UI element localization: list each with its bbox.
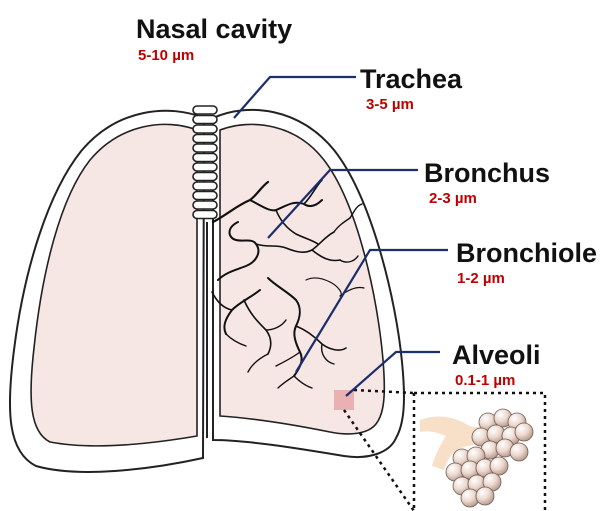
trachea-ring [193,173,217,181]
trachea-ring [193,106,217,114]
region-label-bronchiole: Bronchiole [456,240,597,267]
trachea-ring [193,163,217,171]
alveolus [490,457,508,475]
trachea-ring [193,192,217,200]
trachea [193,106,217,219]
trachea-ring [193,182,217,190]
region-size-nasal-cavity: 5-10 µm [138,48,194,63]
trachea-ring [193,144,217,152]
trachea-ring [193,116,217,124]
region-label-bronchus: Bronchus [424,160,550,187]
alveolus [515,423,533,441]
region-label-alveoli: Alveoli [452,342,541,369]
left-lung-inner [31,124,197,445]
trachea-ring [193,154,217,162]
trachea-ring [193,135,217,143]
region-size-bronchus: 2-3 µm [429,191,477,206]
region-size-bronchiole: 1-2 µm [457,271,505,286]
region-size-alveoli: 0.1-1 µm [455,373,515,388]
alveolus [476,487,494,505]
region-label-trachea: Trachea [360,66,462,93]
alveolus [510,443,528,461]
trachea-ring [193,201,217,209]
trachea-ring [193,125,217,133]
region-label-nasal-cavity: Nasal cavity [136,16,292,43]
region-size-trachea: 3-5 µm [366,97,414,112]
trachea-ring [193,211,217,219]
